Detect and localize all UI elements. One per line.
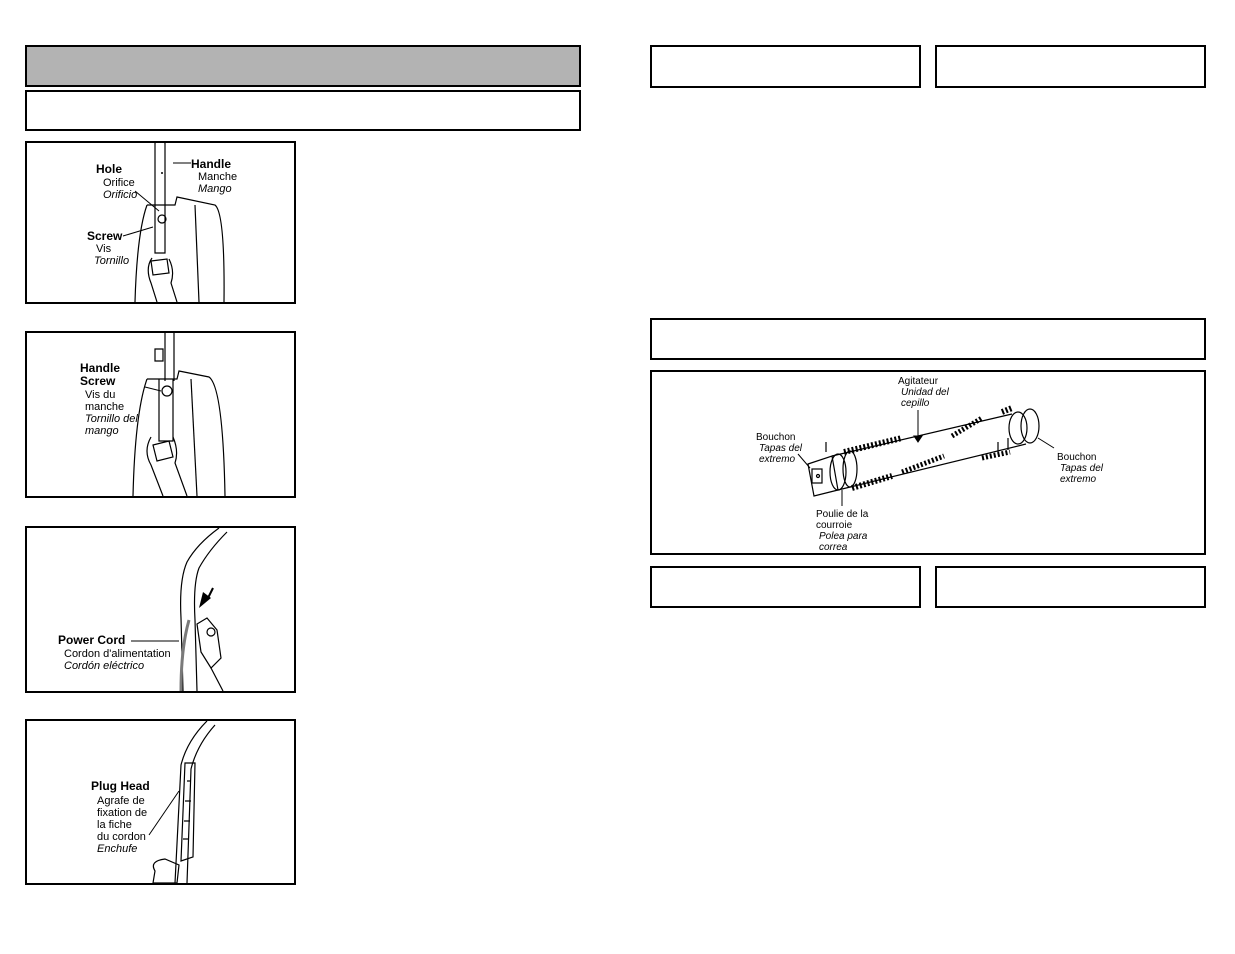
power-cord-es: Cordón eléctrico bbox=[64, 660, 145, 672]
plug-head-fr-line4: du cordon bbox=[97, 831, 146, 843]
agitator-label-es-line2: cepillo bbox=[901, 398, 930, 409]
plug-head-fr-line1: Agrafe de bbox=[97, 795, 145, 807]
screw-label: Screw bbox=[87, 229, 123, 243]
bottom-box-right bbox=[935, 566, 1206, 608]
hole-label-es: Orificio bbox=[103, 189, 138, 201]
belt-pulley-label-fr-line1: Poulie de la bbox=[816, 509, 869, 520]
right-end-cap-label-fr: Bouchon bbox=[1057, 452, 1097, 463]
right-end-cap-label-es-line1: Tapas del bbox=[1060, 463, 1103, 474]
agitator-section-header bbox=[650, 318, 1206, 360]
belt-pulley-label-es-line1: Polea para bbox=[819, 531, 868, 542]
handle-screw-illustration bbox=[132, 333, 226, 496]
figure-handle-hole-screw: Hole Orifice Orificio Handle Manche Mang… bbox=[25, 141, 296, 304]
handle-label: Handle bbox=[191, 157, 232, 171]
bottom-box-left bbox=[650, 566, 921, 608]
power-cord-fr: Cordon d'alimentation bbox=[64, 648, 171, 660]
handle-screw-label-line1: Handle bbox=[80, 361, 121, 375]
power-cord-illustration bbox=[131, 528, 228, 691]
handle-screw-fr-line1: Vis du bbox=[85, 389, 116, 401]
plug-head-illustration bbox=[148, 721, 216, 883]
figure-handle-screw: Handle Screw Vis du manche Tornillo del … bbox=[25, 331, 296, 498]
figure-plug-head: Plug Head Agrafe de fixation de la fiche… bbox=[25, 719, 296, 885]
agitator-brush-roll-illustration bbox=[797, 405, 1055, 506]
hole-label: Hole bbox=[96, 162, 123, 176]
handle-screw-es-line1: Tornillo del bbox=[85, 413, 138, 425]
agitator-label-fr: Agitateur bbox=[898, 376, 939, 387]
section-header-bar bbox=[25, 45, 581, 87]
hole-label-fr: Orifice bbox=[103, 177, 135, 189]
handle-screw-es-line2: mango bbox=[85, 425, 119, 437]
left-end-cap-label-es-line1: Tapas del bbox=[759, 443, 802, 454]
handle-screw-fr-line2: manche bbox=[85, 401, 125, 413]
section-subheader-box bbox=[25, 90, 581, 131]
right-end-cap-label-es-line2: extremo bbox=[1060, 474, 1097, 485]
figure-agitator: Agitateur Unidad del cepillo Bouchon Tap… bbox=[650, 370, 1206, 555]
plug-head-label: Plug Head bbox=[91, 779, 150, 793]
left-end-cap-label-fr: Bouchon bbox=[756, 432, 796, 443]
power-cord-label: Power Cord bbox=[58, 633, 126, 647]
left-end-cap-label-es-line2: extremo bbox=[759, 454, 796, 465]
figure-power-cord: Power Cord Cordon d'alimentation Cordón … bbox=[25, 526, 296, 693]
screw-label-fr: Vis bbox=[96, 243, 112, 255]
handle-screw-label-line2: Screw bbox=[80, 374, 116, 388]
plug-head-fr-line2: fixation de bbox=[97, 807, 148, 819]
handle-label-fr: Manche bbox=[198, 171, 238, 183]
belt-pulley-label-fr-line2: courroie bbox=[816, 520, 853, 531]
agitator-label-es-line1: Unidad del bbox=[901, 387, 949, 398]
belt-pulley-label-es-line2: correa bbox=[819, 542, 848, 553]
screw-label-es: Tornillo bbox=[94, 255, 130, 267]
right-header-box-left bbox=[650, 45, 921, 88]
right-header-box-right bbox=[935, 45, 1206, 88]
plug-head-fr-line3: la fiche bbox=[97, 819, 132, 831]
vacuum-handle-illustration bbox=[122, 143, 225, 302]
plug-head-es: Enchufe bbox=[97, 843, 138, 855]
handle-label-es: Mango bbox=[198, 183, 232, 195]
